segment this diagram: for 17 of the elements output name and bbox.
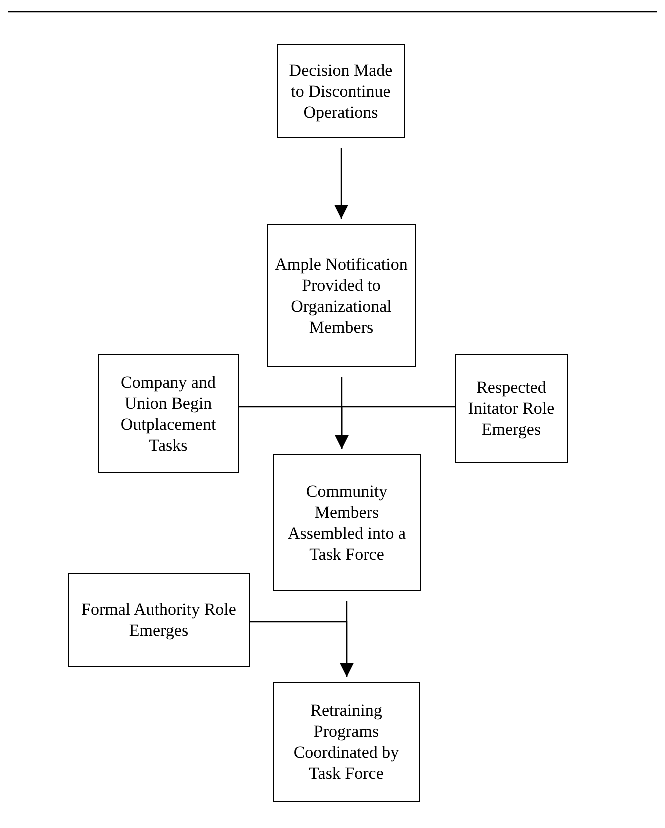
box-label: Decision Made to Discontinue Operations (288, 60, 394, 122)
box-label: Community Members Assembled into a Task Force (286, 480, 408, 564)
process-box (273, 682, 420, 802)
arrow (334, 148, 348, 219)
process-box (455, 354, 568, 463)
process-box (267, 224, 416, 367)
arrow (335, 406, 455, 449)
box-label: Retraining Programs Coordinated by Task Force (292, 700, 400, 784)
box-label: Company and Union Begin Outplacement Tasks (120, 372, 218, 456)
box-label: Formal Authority Role Emerges (80, 599, 238, 641)
arrow (250, 621, 354, 677)
box-label: Ample Notification Provided to Organizational Members (274, 254, 409, 338)
box-label: Respected Initator Role Emerges (467, 377, 556, 440)
process-box (277, 44, 405, 138)
process-box (98, 354, 239, 473)
process-box (273, 454, 421, 591)
process-box (68, 573, 250, 667)
